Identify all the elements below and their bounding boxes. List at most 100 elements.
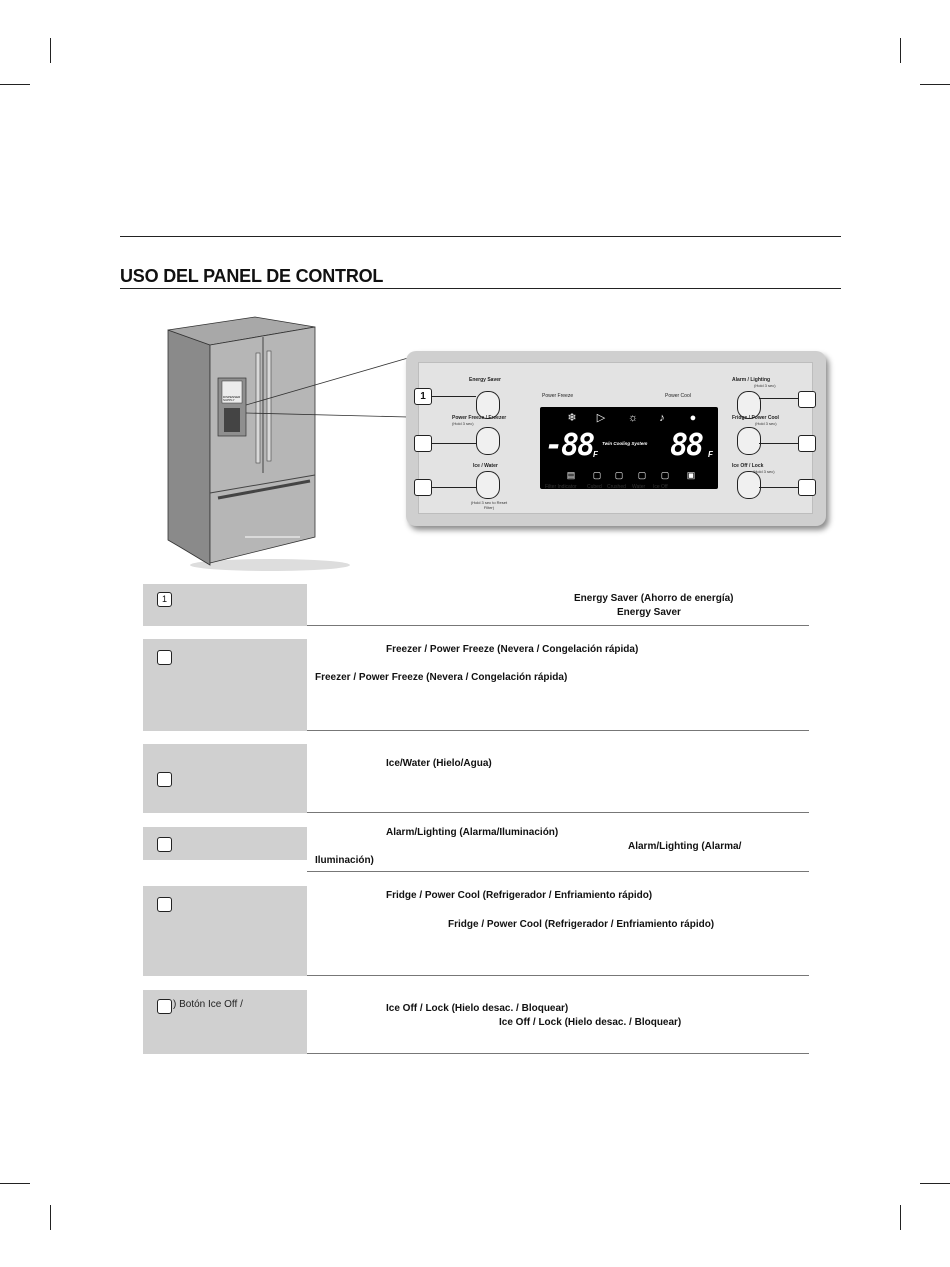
hold-3sec-label: (Hold 3 sec) [754, 383, 776, 388]
light-bulb-icon: ☼ [627, 412, 639, 424]
hold-3sec-label: (Hold 3 sec) [753, 469, 775, 474]
crop-mark [900, 38, 901, 63]
alarm-lighting-label: Alarm / Lighting [732, 377, 771, 383]
row-text: Ice/Water (Hielo/Agua) [386, 758, 492, 769]
callout-line [759, 398, 799, 399]
row-number [157, 897, 172, 912]
row-label-cell [143, 886, 307, 976]
row-text: Freezer / Power Freeze (Nevera / Congela… [386, 644, 639, 655]
callout-2 [414, 435, 432, 452]
alarm-lighting-button[interactable] [737, 391, 761, 419]
temperature-display: ❄ ▷ ☼ ♪ ● -88 F Twin Cooling System 88 F… [540, 407, 718, 489]
row-number: 1 [157, 592, 172, 607]
row-divider [307, 625, 809, 626]
crushed-label: Crushed [607, 484, 626, 490]
callout-1: 1 [414, 388, 432, 405]
reset-filter-label: (Hold 3 sec to Reset Filter) [470, 500, 508, 510]
callout-6 [798, 479, 816, 496]
callout-3 [414, 479, 432, 496]
crop-mark [900, 1205, 901, 1230]
row-text: Alarm/Lighting (Alarma/ [628, 841, 742, 852]
callout-line [432, 487, 476, 488]
callout-4 [798, 391, 816, 408]
crop-mark [0, 84, 30, 85]
row-label-text: ) Botón Ice Off / [173, 999, 243, 1010]
callout-line [759, 443, 799, 444]
row-label-cell [143, 827, 307, 860]
table-row: Freezer / Power Freeze (Nevera / Congela… [143, 639, 809, 731]
speaker-icon: ♪ [659, 412, 665, 424]
row-text: Energy Saver (Ahorro de energía) [574, 593, 734, 604]
table-row: Alarm/Lighting (Alarma/Iluminación) Alar… [143, 827, 809, 872]
power-freeze-indicator: Power Freeze [542, 393, 574, 399]
row-divider [307, 871, 809, 872]
energy-saver-label: Energy Saver [469, 377, 501, 383]
row-text: Iluminación) [315, 855, 374, 866]
row-divider [307, 1053, 809, 1054]
ice-water-label: Ice / Water [473, 463, 498, 469]
freezer-power-freeze-button[interactable] [476, 427, 500, 455]
table-row: 1 Energy Saver (Ahorro de energía) Energ… [143, 584, 809, 626]
power-cool-indicator: Power Cool [665, 393, 691, 399]
callout-line [432, 396, 476, 397]
row-text: Ice Off / Lock (Hielo desac. / Bloquear) [499, 1017, 682, 1028]
crop-mark [920, 84, 950, 85]
callout-line [759, 487, 799, 488]
row-number [157, 650, 172, 665]
power-freeze-label: Power Freeze / Freezer [452, 415, 507, 421]
top-rule [120, 236, 841, 237]
crop-mark [50, 1205, 51, 1230]
cubed-ice-icon: ▢ [592, 470, 602, 480]
fridge-temperature: 88 [670, 428, 704, 463]
twin-cooling-label: Twin Cooling System [602, 441, 648, 446]
row-divider [307, 975, 809, 976]
fridge-unit: F [708, 450, 713, 459]
row-label-cell: ) Botón Ice Off / [143, 990, 307, 1054]
callout-5 [798, 435, 816, 452]
ice-off-label: Ice Off [653, 484, 668, 490]
page-title: USO DEL PANEL DE CONTROL [120, 266, 384, 286]
fridge-power-cool-label: Fridge / Power Cool [732, 415, 779, 421]
snowflake-icon: ❄ [567, 412, 577, 424]
freezer-unit: F [593, 450, 598, 459]
ice-off-lock-button[interactable] [737, 471, 761, 499]
water-icon: ▢ [637, 470, 647, 480]
energy-saver-button[interactable] [476, 391, 500, 419]
row-number [157, 772, 172, 787]
row-text: Ice Off / Lock (Hielo desac. / Bloquear) [386, 1003, 569, 1014]
row-text: Fridge / Power Cool (Refrigerador / Enfr… [448, 919, 715, 930]
fridge-illustration: DISPENSER SUPPLY [160, 315, 410, 575]
table-row: Ice/Water (Hielo/Agua) [143, 744, 809, 813]
control-panel: Energy Saver Power Freeze / Freezer (Hol… [406, 351, 826, 526]
ice-water-button[interactable] [476, 471, 500, 499]
table-row: ) Botón Ice Off / Ice Off / Lock (Hielo … [143, 990, 809, 1054]
dispenser-label: DISPENSER SUPPLY [223, 395, 241, 402]
crushed-ice-icon: ▢ [614, 470, 624, 480]
fridge-power-cool-button[interactable] [737, 427, 761, 455]
fridge-drawing [167, 316, 409, 571]
water-label: Water [632, 484, 646, 490]
row-number [157, 999, 172, 1014]
ice-off-icon: ▢ [660, 470, 670, 480]
title-underline [120, 288, 841, 289]
hold-3sec-label: (Hold 3 sec) [755, 421, 777, 426]
filter-indicator-label: Filter Indicator [545, 484, 577, 490]
lock-icon: ▣ [686, 470, 696, 480]
water-drop-icon: ● [689, 412, 697, 424]
row-label-cell: 1 [143, 584, 307, 626]
alarm-icon: ▷ [596, 412, 606, 424]
row-divider [307, 812, 809, 813]
row-label-cell [143, 639, 307, 731]
cubed-label: Cubed [587, 484, 602, 490]
ice-off-lock-label: Ice Off / Lock [732, 463, 764, 469]
row-text: Alarm/Lighting (Alarma/Iluminación) [386, 827, 559, 838]
hold-3sec-label: (Hold 3 sec) [452, 421, 474, 426]
row-text: Freezer / Power Freeze (Nevera / Congela… [315, 672, 568, 683]
table-row: Fridge / Power Cool (Refrigerador / Enfr… [143, 886, 809, 976]
filter-icon: ▤ [566, 470, 576, 480]
crop-mark [920, 1183, 950, 1184]
row-label-cell [143, 744, 307, 813]
crop-mark [50, 38, 51, 63]
freezer-temperature: -88 [545, 428, 595, 463]
row-number [157, 837, 172, 852]
